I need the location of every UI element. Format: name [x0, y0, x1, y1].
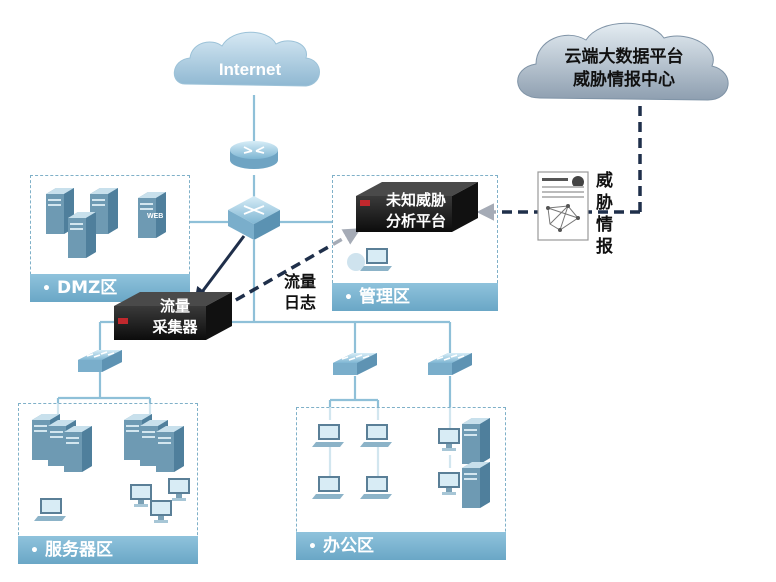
- traffic-collector-line2: 采集器: [151, 318, 198, 336]
- threat-center-line1: 云端大数据平台: [565, 46, 684, 67]
- analysis-platform-device: 未知威胁 分析平台: [356, 182, 478, 232]
- threat-report-icon: [537, 171, 589, 241]
- dmz-bullet: •: [42, 281, 51, 297]
- threat-intel-label-c4: 报: [596, 236, 613, 257]
- office-laptop-icon-2: [360, 424, 392, 447]
- threat-intel-label-c1: 威: [596, 170, 613, 191]
- server-bullet: •: [30, 543, 39, 559]
- flow-log-label-line1: 流量: [284, 272, 316, 291]
- office-pc-icon-1: [438, 428, 460, 451]
- router-icon: [230, 141, 278, 169]
- management-laptop-icon: [347, 248, 392, 271]
- analysis-platform-line1: 未知威胁: [385, 191, 446, 209]
- dmz-server-icon-3: [68, 212, 96, 258]
- mgmt-bullet: •: [344, 290, 353, 306]
- office-zone-text: 办公区: [322, 536, 374, 556]
- internet-cloud: Internet: [173, 31, 320, 87]
- office-bullet: •: [308, 539, 317, 555]
- core-switch-icon: [228, 196, 280, 240]
- dmz-zone-text: DMZ区: [56, 278, 118, 298]
- office-zone-label: • 办公区: [296, 532, 506, 560]
- flow-log-label-line2: 日志: [284, 293, 316, 312]
- threat-intel-label-c2: 胁: [596, 192, 613, 213]
- office-pc-icon-2: [438, 472, 460, 495]
- traffic-collector-device: 流量 采集器: [114, 292, 232, 340]
- management-zone-text: 管理区: [358, 287, 410, 307]
- server-zone-laptop-icon: [34, 498, 66, 521]
- server-rack-icon-3: [64, 426, 92, 472]
- server-zone-pc-icon-1: [130, 484, 152, 507]
- server-zone-pc-icon-2: [168, 478, 190, 501]
- server-rack-icon-6: [156, 426, 184, 472]
- server-zone-label: • 服务器区: [18, 536, 198, 564]
- analysis-platform-line2: 分析平台: [386, 212, 446, 230]
- traffic-collector-line1: 流量: [160, 297, 190, 315]
- dmz-web-server-icon: WEB: [138, 192, 166, 238]
- web-badge: WEB: [147, 213, 163, 220]
- internet-label: Internet: [219, 60, 282, 79]
- server-zone-text: 服务器区: [44, 540, 113, 560]
- dmz-zone-label: • DMZ区: [30, 274, 190, 302]
- threat-intel-center-cloud: 云端大数据平台 威胁情报中心: [517, 22, 729, 101]
- server-zone-pc-icon-3: [150, 500, 172, 523]
- office-laptop-icon-3: [312, 476, 344, 499]
- threat-intel-label-c3: 情: [596, 214, 613, 235]
- office-laptop-icon-4: [360, 476, 392, 499]
- management-zone-label: • 管理区: [332, 283, 498, 311]
- office-laptop-icon-1: [312, 424, 344, 447]
- office-tower-icon-2: [462, 462, 490, 508]
- office-tower-icon-1: [462, 418, 490, 464]
- threat-center-line2: 威胁情报中心: [573, 69, 675, 90]
